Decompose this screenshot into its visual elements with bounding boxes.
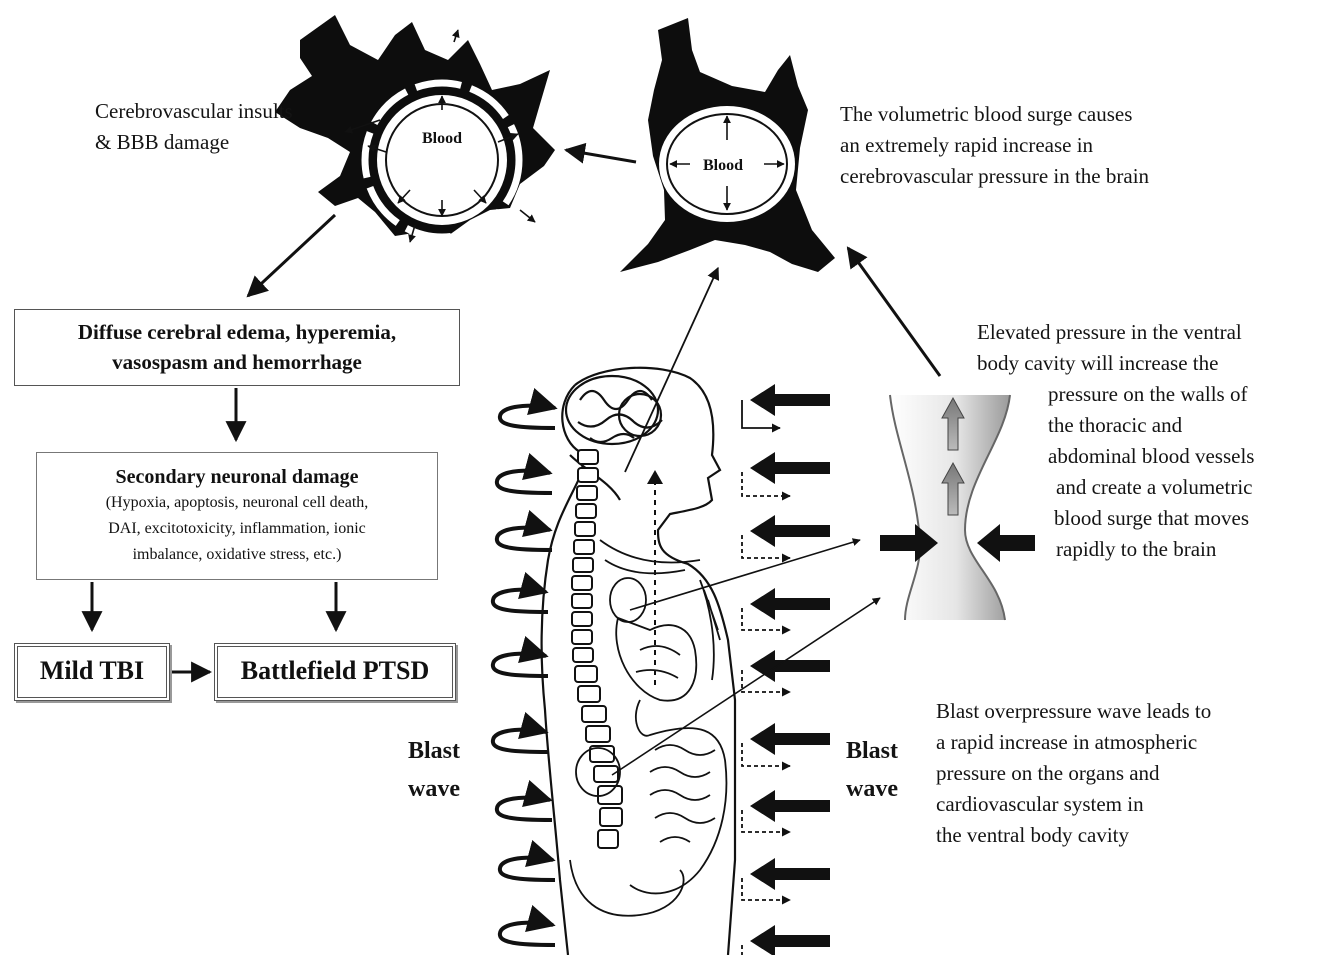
battlefield-ptsd-box: Battlefield PTSD bbox=[214, 643, 456, 701]
blast-wave-left-label: Blast wave bbox=[408, 732, 460, 808]
left-blast-arrows bbox=[493, 406, 555, 945]
mild-tbi-box: Mild TBI bbox=[14, 643, 170, 701]
edema-box: Diffuse cerebral edema, hyperemia, vasos… bbox=[14, 309, 460, 386]
flow-arrows bbox=[92, 150, 940, 672]
surge-caption: The volumetric blood surge causes an ext… bbox=[840, 99, 1149, 192]
blast-wave-right-label: Blast wave bbox=[846, 732, 898, 808]
overpressure-caption: Blast overpressure wave leads to a rapid… bbox=[936, 696, 1211, 851]
secondary-damage-box: Secondary neuronal damage (Hypoxia, apop… bbox=[36, 452, 438, 580]
connector-lines bbox=[612, 540, 880, 775]
right-blast-arrows bbox=[750, 384, 830, 955]
blood-label-intact: Blood bbox=[703, 157, 743, 175]
upward-dotted-arrowhead bbox=[647, 470, 663, 484]
damaged-vessel-icon bbox=[275, 15, 555, 238]
blood-label-damaged: Blood bbox=[422, 130, 462, 148]
ventral-pressure-caption: Elevated pressure in the ventral body ca… bbox=[977, 317, 1242, 379]
insults-caption: Cerebrovascular insults & BBB damage bbox=[95, 96, 293, 158]
ventral-pressure-caption-cont: pressure on the walls of the thoracic an… bbox=[1048, 379, 1254, 565]
intact-vessel-icon bbox=[620, 18, 835, 272]
